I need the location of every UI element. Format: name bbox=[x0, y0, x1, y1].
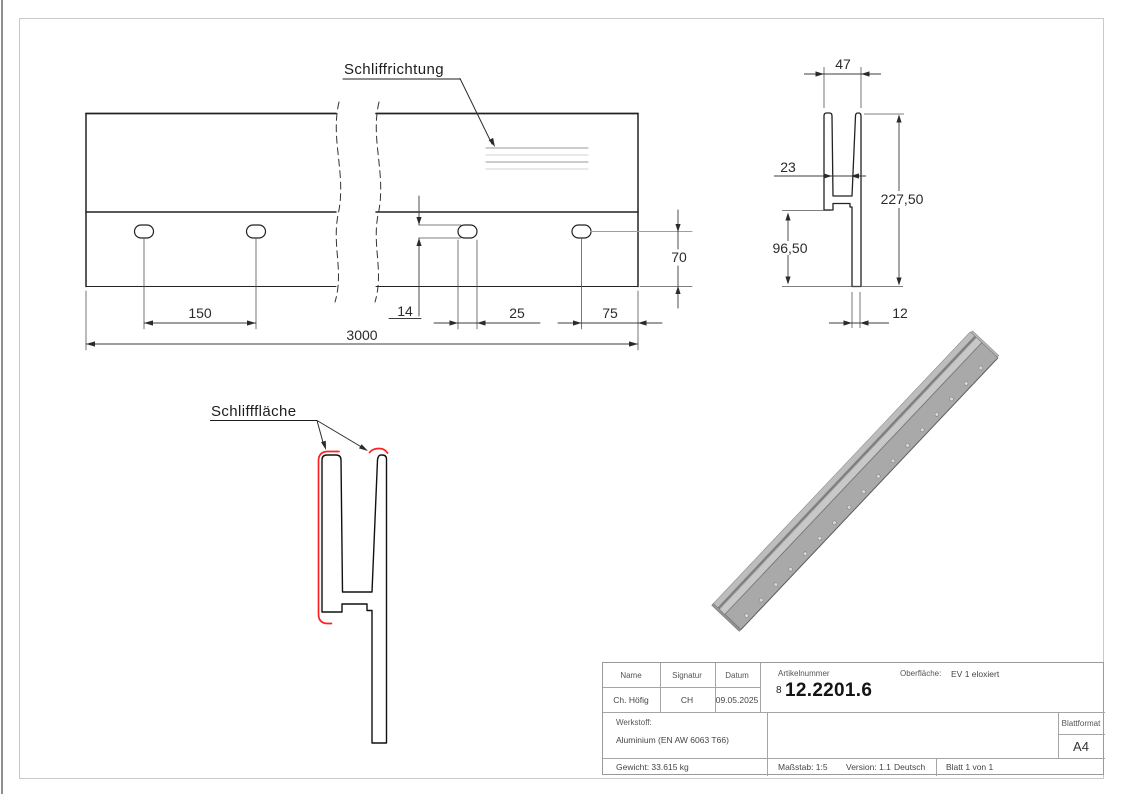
dim-leg-height: 96,50 bbox=[772, 240, 807, 256]
tb-header-material: Werkstoff: bbox=[616, 718, 652, 727]
section-arrows bbox=[785, 71, 902, 326]
grind-surface-highlight bbox=[317, 447, 389, 625]
dim-edge-distance: 70 bbox=[671, 249, 687, 265]
iso-view bbox=[711, 330, 1000, 632]
window-edge-line bbox=[1, 0, 3, 794]
tb-article-prefix: 8 bbox=[776, 685, 782, 696]
iso-hole-dots bbox=[744, 365, 983, 618]
front-view-arrows bbox=[86, 137, 681, 347]
break-lines bbox=[334, 101, 382, 303]
tb-article-number: 12.2201.6 bbox=[785, 680, 873, 701]
section-profile bbox=[823, 112, 862, 288]
front-view: Schliffrichtung 150 3000 14 25 75 70 bbox=[85, 61, 693, 351]
dim-end-distance: 75 bbox=[602, 305, 618, 321]
cross-section-view: 47 23 227,50 96,50 12 bbox=[772, 56, 924, 328]
grind-surface-label: Schlifffläche bbox=[211, 403, 297, 420]
tb-header-signature: Signatur bbox=[672, 671, 702, 680]
tb-date-value: 09.05.2025 bbox=[715, 695, 759, 705]
front-view-dim-texts: 150 3000 14 25 75 70 bbox=[188, 249, 687, 343]
tb-signature-value: CH bbox=[680, 695, 694, 705]
slot-holes bbox=[133, 224, 592, 239]
tb-weight: Gewicht: 33.615 kg bbox=[616, 762, 689, 772]
grind-direction-label: Schliffrichtung bbox=[344, 61, 444, 78]
tb-scale: Maßstab: 1:5 bbox=[778, 762, 828, 772]
tb-language: Deutsch bbox=[894, 762, 926, 772]
tb-version: Version: 1.1 bbox=[846, 762, 891, 772]
tb-surface-value: EV 1 eloxiert bbox=[951, 669, 1000, 679]
title-block: Name Signatur Datum Artikelnummer Oberfl… bbox=[602, 662, 1105, 776]
dim-slot-length: 25 bbox=[509, 305, 525, 321]
dim-total-height: 227,50 bbox=[881, 191, 924, 207]
tb-material-value: Aluminium (EN AW 6063 T66) bbox=[616, 735, 729, 745]
grind-direction-lines bbox=[485, 147, 589, 170]
tb-sheet: Blatt 1 von 1 bbox=[946, 762, 994, 772]
dim-top-width: 47 bbox=[835, 56, 851, 72]
detail-profile bbox=[321, 454, 388, 744]
section-dim-texts: 47 23 227,50 96,50 12 bbox=[772, 56, 923, 321]
sheet-border-frame bbox=[19, 18, 1104, 779]
tb-header-name: Name bbox=[620, 671, 642, 680]
tb-header-date: Datum bbox=[725, 671, 749, 680]
tb-header-format: Blattformat bbox=[1061, 719, 1101, 728]
dim-slot-pitch: 150 bbox=[188, 305, 212, 321]
tb-header-article: Artikelnummer bbox=[778, 669, 830, 678]
dim-leg-thickness: 12 bbox=[892, 305, 908, 321]
dim-slot-height: 14 bbox=[397, 303, 413, 319]
tb-name-value: Ch. Höfig bbox=[613, 695, 649, 705]
tb-format-value: A4 bbox=[1073, 739, 1089, 754]
tb-header-surface: Oberfläche: bbox=[900, 669, 942, 678]
dim-total-length: 3000 bbox=[346, 327, 377, 343]
dim-inner-width: 23 bbox=[780, 159, 796, 175]
detail-view: Schlifffläche bbox=[210, 403, 389, 744]
